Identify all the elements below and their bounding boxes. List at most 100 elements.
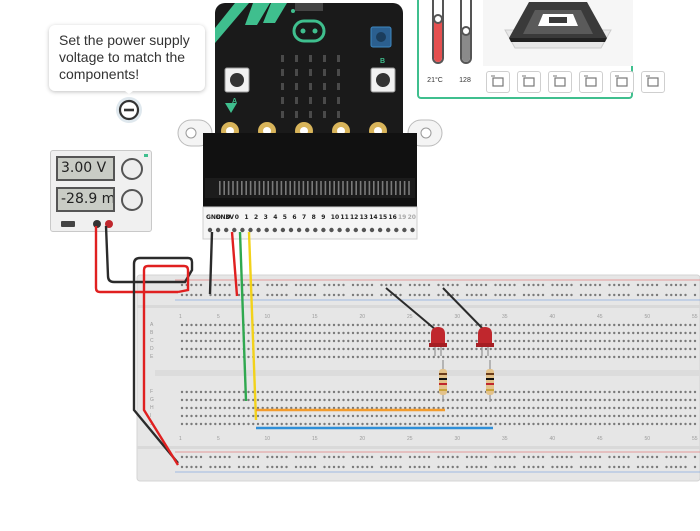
pin-hole: [280, 227, 286, 233]
column-number: 10: [264, 436, 271, 442]
pin-hole: [232, 227, 237, 233]
pin-hole: [345, 227, 350, 233]
power-switch[interactable]: [61, 221, 75, 227]
pin-hole: [207, 227, 213, 233]
pin-label: 6: [292, 214, 297, 221]
pin-label: 1: [244, 214, 249, 221]
column-number: 45: [597, 436, 603, 442]
column-number: 50: [644, 436, 651, 442]
pin-hole: [215, 227, 221, 233]
pin-label: 13: [359, 214, 368, 221]
led-matrix: [281, 55, 340, 118]
connector-pin: [271, 181, 274, 195]
matrix-led: [295, 83, 298, 90]
column-number: 25: [407, 436, 413, 442]
connector-pin: [395, 181, 397, 195]
connector-pin: [329, 181, 331, 195]
connector-pin: [311, 181, 313, 195]
pin-label: 10: [330, 214, 340, 221]
column-number: 15: [312, 314, 318, 320]
tilt-left-icon[interactable]: [517, 71, 541, 93]
column-number: 55: [692, 436, 698, 442]
matrix-led: [309, 111, 312, 118]
pin-hole: [321, 227, 326, 233]
pin-hole: [272, 227, 277, 233]
matrix-led: [323, 55, 326, 62]
voltage-knob[interactable]: [121, 158, 143, 180]
connector-pin: [315, 181, 318, 195]
shake-icon[interactable]: [486, 71, 510, 93]
pin-hole: [305, 227, 310, 233]
matrix-led: [309, 55, 312, 62]
column-number: 10: [264, 314, 271, 320]
pin-hole: [256, 227, 261, 233]
pin-label: 5: [282, 214, 287, 221]
connector-pin: [333, 181, 335, 195]
matrix-led: [337, 69, 340, 76]
connector-pin: [399, 181, 401, 195]
column-number: 35: [502, 314, 508, 320]
column-number: 30: [454, 314, 461, 320]
connector-pin: [364, 181, 366, 195]
row-letter: H: [150, 405, 154, 411]
matrix-led: [281, 111, 284, 118]
pin-hole: [224, 227, 229, 233]
matrix-led: [281, 83, 284, 90]
connector-pin: [263, 181, 265, 195]
temperature-value: 21°C: [427, 77, 443, 84]
connector-pin: [355, 181, 357, 195]
connector-pin: [285, 181, 287, 195]
column-number: 40: [549, 436, 556, 442]
pin-label: 19: [398, 214, 407, 221]
matrix-led: [295, 69, 298, 76]
temperature-fill: [434, 22, 442, 62]
pin-label: 16: [388, 214, 397, 221]
row-letter: D: [150, 346, 154, 352]
row-letter: I: [150, 413, 152, 419]
pin-label: 14: [369, 214, 378, 221]
button-b-label: B: [380, 58, 386, 65]
pin-label: 0: [234, 214, 239, 221]
pin-label: 11: [340, 214, 349, 221]
row-letter: E: [150, 354, 154, 360]
light-handle: [461, 26, 471, 36]
power-supply[interactable]: 3.00 V -28.9 mA: [50, 150, 152, 232]
tilt-right-icon[interactable]: [548, 71, 572, 93]
connector-pins: [219, 181, 410, 195]
accelerometer-view[interactable]: [483, 0, 633, 66]
column-number: 45: [597, 314, 603, 320]
connector-pin: [267, 181, 269, 195]
current-knob[interactable]: [121, 189, 143, 211]
connector-pin: [351, 181, 353, 195]
pin-hole: [264, 227, 269, 233]
power-led-icon: [144, 154, 148, 157]
logo-down-icon[interactable]: [610, 71, 634, 93]
column-number: 50: [644, 314, 651, 320]
pin-label: GND: [206, 214, 221, 221]
pin-hole: [353, 227, 358, 233]
tooltip-dismiss[interactable]: [113, 88, 145, 126]
freefall-icon[interactable]: [641, 71, 665, 93]
matrix-led: [295, 55, 298, 62]
logo-up-icon[interactable]: [579, 71, 603, 93]
column-number: 5: [217, 314, 220, 320]
connector-pin: [381, 181, 384, 195]
matrix-led: [323, 111, 326, 118]
temperature-slider[interactable]: [427, 0, 447, 66]
pin-hole: [386, 227, 391, 233]
pin-hole: [361, 227, 367, 233]
connector-pin: [249, 181, 252, 195]
matrix-led: [337, 97, 340, 104]
matrix-led: [323, 69, 326, 76]
microbit-graphic: [177, 3, 443, 240]
button-a-label: A: [232, 98, 238, 105]
current-display: -28.9 mA: [56, 187, 115, 212]
light-slider[interactable]: [455, 0, 475, 66]
column-number: 40: [549, 314, 556, 320]
pin-hole: [402, 227, 407, 233]
pin-hole: [329, 227, 334, 233]
pin-label: 2: [254, 214, 259, 221]
